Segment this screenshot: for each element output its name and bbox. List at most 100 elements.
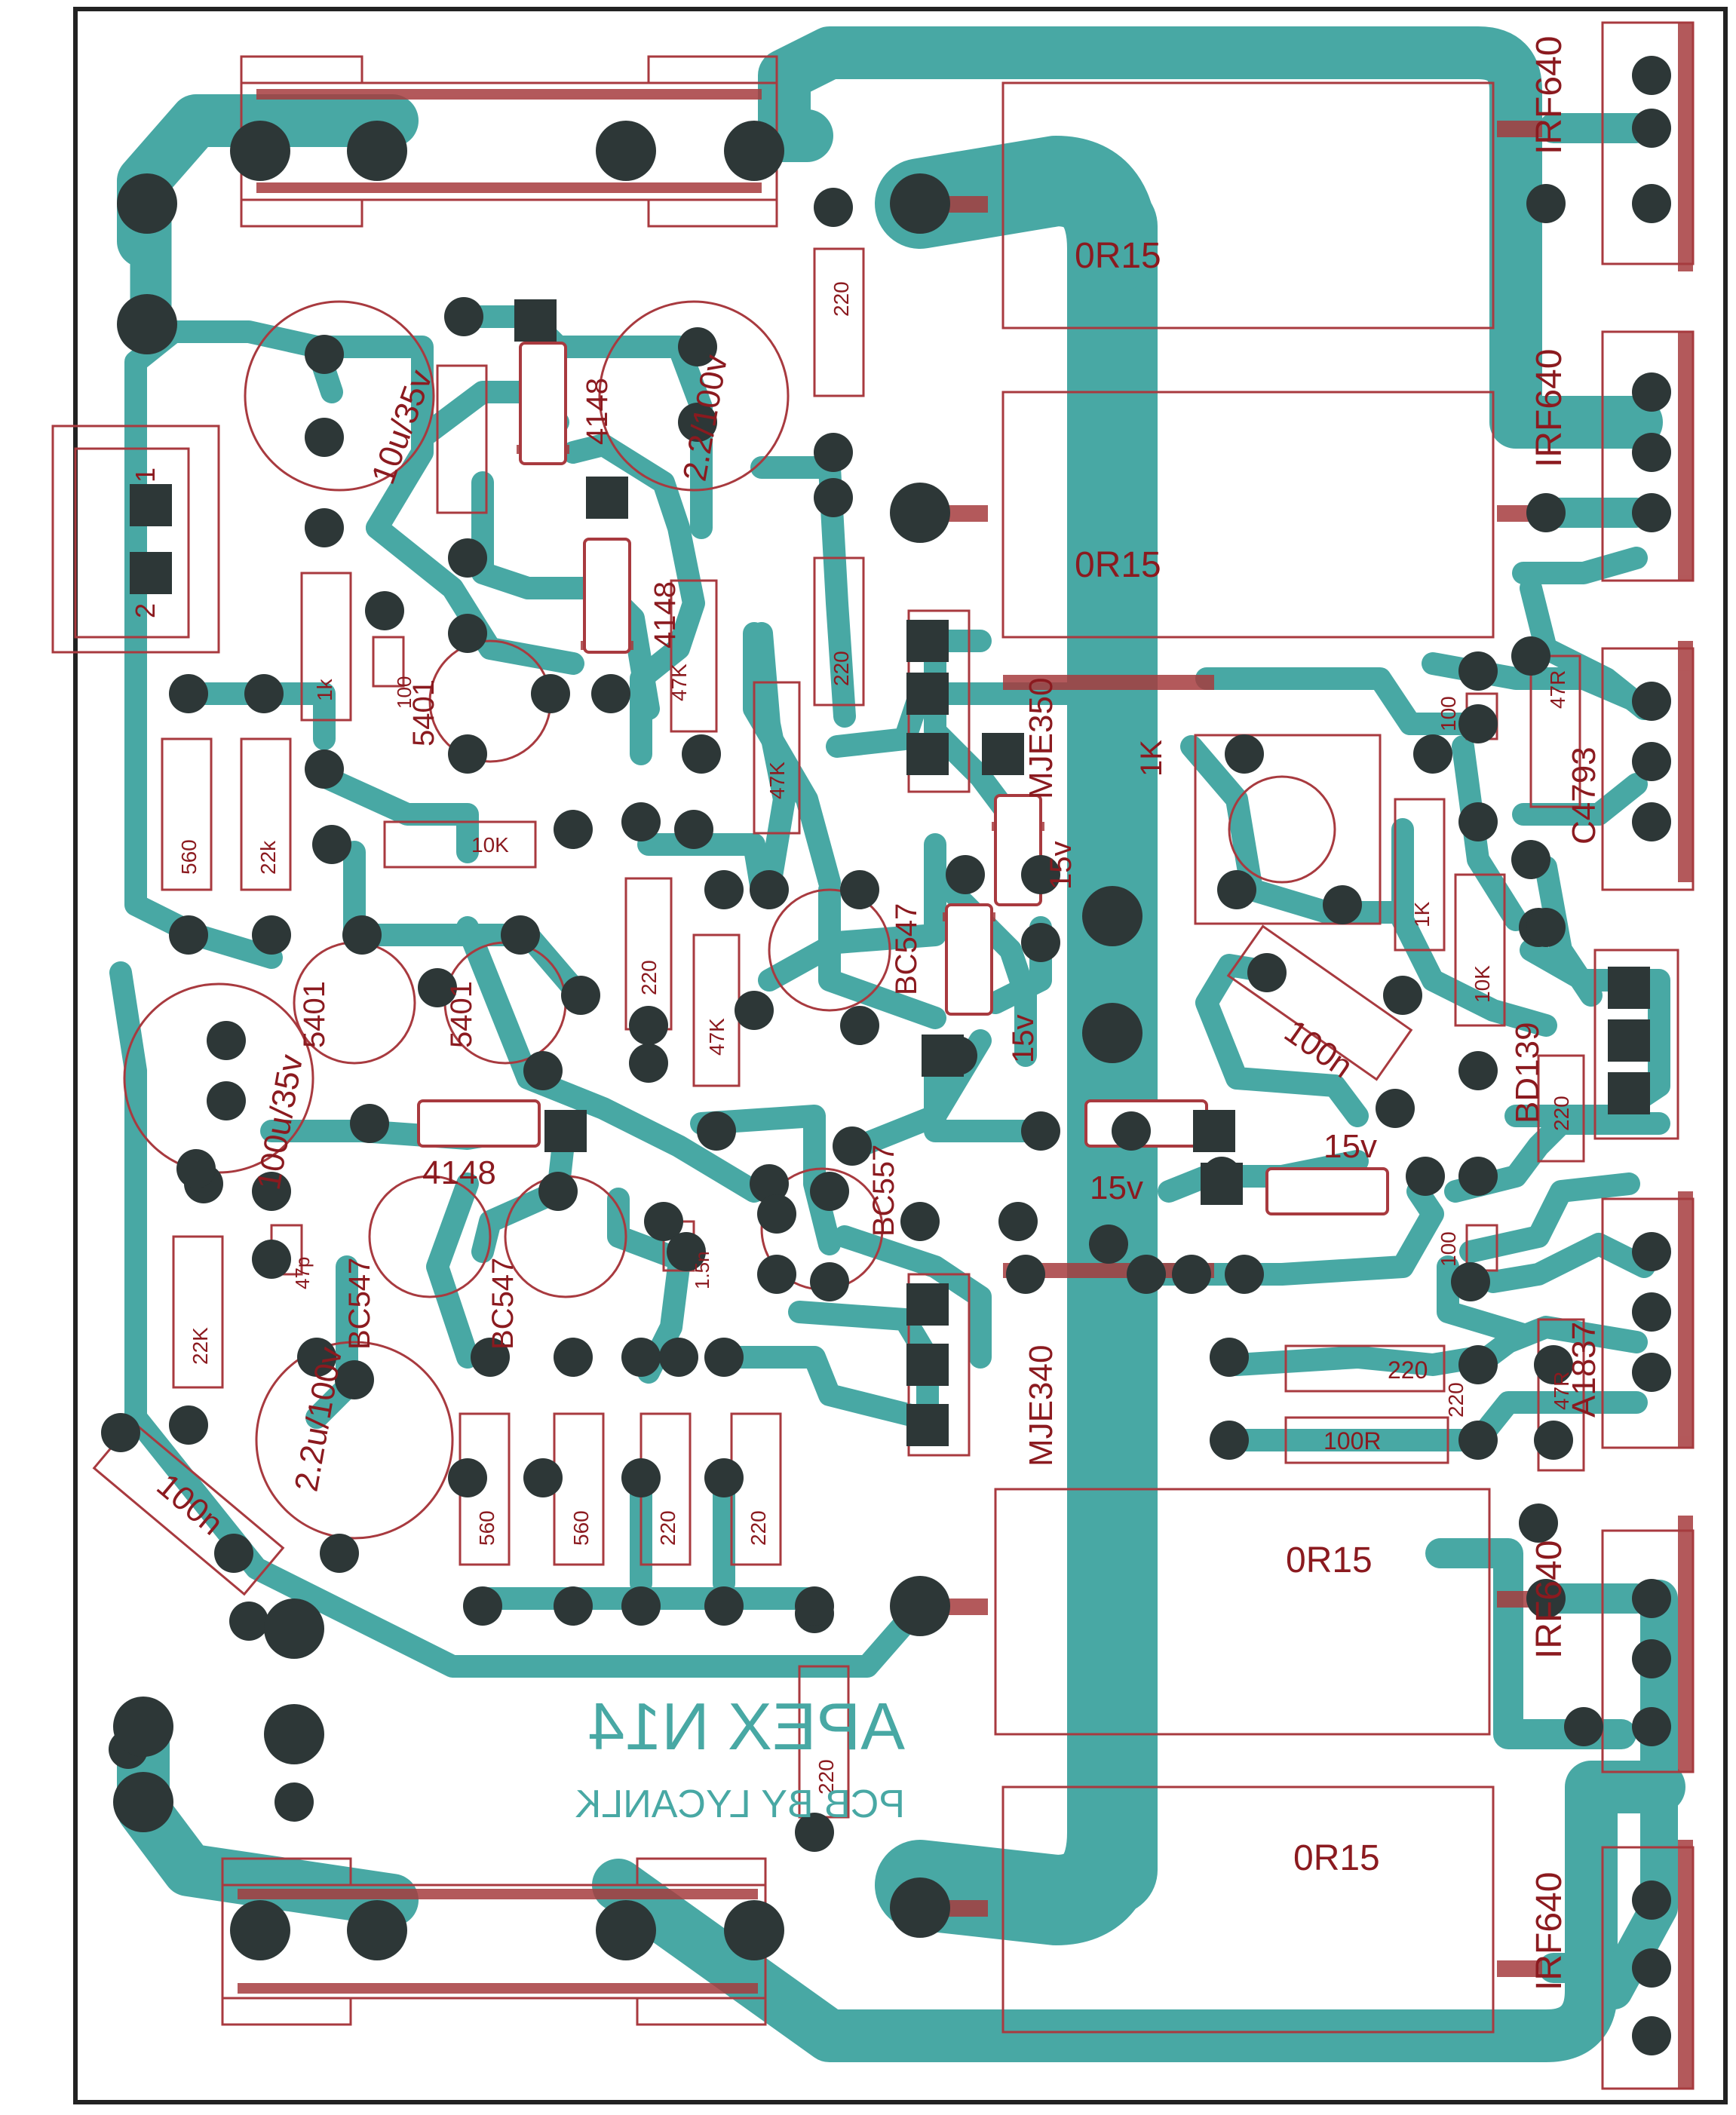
pad — [998, 1202, 1038, 1241]
pad — [244, 674, 284, 713]
pad — [1376, 1089, 1415, 1128]
pad — [448, 614, 487, 653]
pad — [810, 1172, 849, 1211]
pad — [1247, 953, 1287, 992]
pad — [169, 674, 208, 713]
pad — [448, 734, 487, 774]
large-pad — [1082, 1003, 1143, 1063]
square-pad — [922, 1035, 964, 1077]
pad — [448, 538, 487, 578]
label-irf640-4: IRF640 — [1529, 1872, 1569, 1991]
square-pad — [1608, 1019, 1650, 1062]
pad — [252, 1240, 291, 1279]
square-pad — [1608, 967, 1650, 1009]
label-r-220-5: 220 — [747, 1510, 770, 1546]
square-pad — [906, 673, 949, 715]
pad — [1511, 636, 1550, 676]
pad — [1632, 1948, 1671, 1988]
label-r-220-7: 220 — [1550, 1096, 1573, 1131]
pad — [1406, 1157, 1445, 1196]
label-r-220-9: 220 — [1444, 1382, 1468, 1418]
pad — [350, 1104, 389, 1143]
label-cap-47p: 47p — [291, 1257, 314, 1289]
pad — [1632, 1579, 1671, 1618]
pad — [735, 991, 774, 1030]
label-r-220-6: 220 — [814, 1759, 838, 1795]
pad — [101, 1413, 140, 1452]
label-r-560-3: 560 — [569, 1510, 593, 1546]
pad — [1632, 742, 1671, 781]
pad — [1564, 1707, 1603, 1746]
pad — [1519, 1503, 1558, 1543]
pad — [538, 1172, 578, 1211]
pad — [1632, 433, 1671, 472]
pad — [214, 1534, 253, 1573]
label-r-47k-2: 47K — [765, 762, 789, 799]
square-pad — [1201, 1163, 1243, 1205]
pad — [810, 1262, 849, 1301]
label-5401-1: 5401 — [407, 679, 440, 746]
pad — [1632, 1232, 1671, 1271]
pad — [1458, 1421, 1498, 1460]
square-pad — [906, 1404, 949, 1446]
pad — [1632, 2016, 1671, 2055]
label-cap-1-5n: 1.5n — [691, 1251, 713, 1289]
square-pad — [906, 733, 949, 775]
label-bd139: BD139 — [1509, 1022, 1546, 1123]
pad — [1323, 885, 1362, 924]
pad — [305, 508, 344, 547]
label-5401-2: 5401 — [298, 981, 331, 1048]
pad — [840, 870, 879, 909]
square-pad — [906, 1344, 949, 1386]
pad — [833, 1126, 872, 1166]
pad — [697, 1111, 736, 1151]
pad — [561, 976, 600, 1015]
label-r-1k-2: 1K — [1135, 740, 1168, 777]
pad — [659, 1338, 698, 1377]
large-pad — [117, 173, 177, 234]
label-bc547-1: BC547 — [343, 1258, 376, 1350]
pad — [946, 855, 985, 894]
pad — [1021, 1111, 1060, 1151]
large-pad — [230, 1900, 290, 1960]
label-r-100-1: 100 — [1437, 696, 1460, 731]
pad — [554, 1586, 593, 1626]
pad — [252, 1172, 291, 1211]
pad — [1632, 1353, 1671, 1392]
square-pad — [1608, 1072, 1650, 1114]
pad — [1458, 704, 1498, 743]
pad — [644, 1202, 683, 1241]
label-r-10k-2: 10K — [1471, 965, 1494, 1003]
large-pad — [596, 1900, 656, 1960]
label-mje350: MJE350 — [1023, 678, 1060, 799]
pad — [1413, 734, 1452, 774]
pad — [1225, 734, 1264, 774]
pad — [342, 915, 382, 955]
large-pad — [724, 1900, 784, 1960]
pad — [229, 1602, 268, 1641]
label-cap-100pf: 100 — [393, 676, 416, 709]
pad — [674, 810, 713, 849]
large-pad — [724, 121, 784, 181]
pad — [1225, 1255, 1264, 1294]
label-diode-15v-4: 15v — [1323, 1128, 1377, 1165]
pads — [101, 56, 1671, 2055]
pad — [1632, 184, 1671, 223]
label-0r15-3: 0R15 — [1286, 1540, 1373, 1580]
pad — [814, 188, 853, 227]
label-bc557: BC557 — [867, 1145, 900, 1237]
pad — [1021, 923, 1060, 962]
pad — [750, 870, 789, 909]
large-pad — [1082, 886, 1143, 946]
pad — [621, 1586, 661, 1626]
pad — [1526, 1579, 1566, 1618]
pad — [1458, 1157, 1498, 1196]
pad — [1526, 908, 1566, 947]
large-pad — [347, 1900, 407, 1960]
label-r-220-3: 220 — [637, 960, 661, 995]
label-diode-15v-1: 15v — [1044, 841, 1078, 890]
pad — [1458, 1345, 1498, 1384]
label-r-220-8: 220 — [1388, 1356, 1428, 1384]
pad — [176, 1149, 216, 1188]
label-r-47k-1: 47K — [667, 664, 691, 701]
